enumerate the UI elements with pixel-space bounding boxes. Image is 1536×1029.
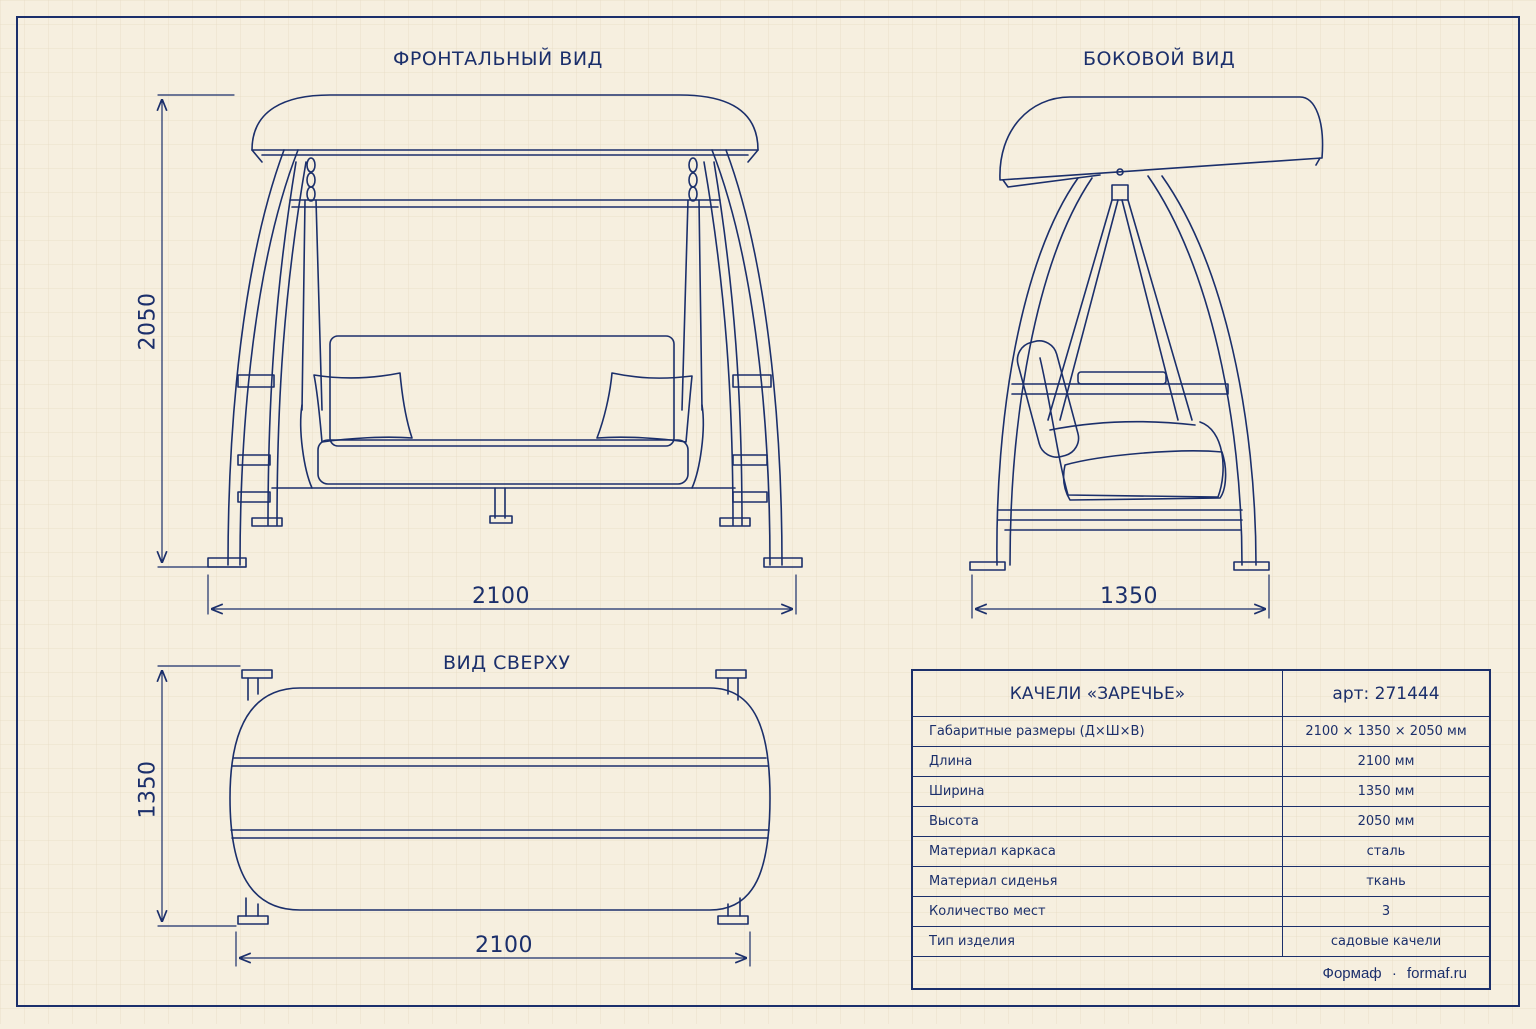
spec-row: Габаритные размеры (Д×Ш×В)2100 × 1350 × … (913, 716, 1489, 747)
spec-value: 2050 мм (1282, 806, 1489, 837)
side-canopy (999, 96, 1324, 181)
spec-footer: Формаф · formaf.ru (913, 957, 1489, 990)
spec-table: КАЧЕЛИ «ЗАРЕЧЬЕ» арт: 271444 Габаритные … (911, 669, 1491, 990)
spec-value: 2100 × 1350 × 2050 мм (1282, 716, 1489, 747)
spec-value: 2100 мм (1282, 746, 1489, 777)
side-width-dimension: 1350 (1100, 584, 1158, 609)
spec-label: Материал каркаса (913, 836, 1283, 867)
front-left-pillow (313, 372, 413, 443)
side-left-leg (996, 177, 1079, 566)
footer-separator: · (1391, 965, 1397, 982)
front-height-dimension: 2050 (135, 292, 161, 351)
front-left-outer-leg (239, 149, 299, 566)
spec-label: Длина (913, 746, 1283, 777)
top-view-title: ВИД СВЕРХУ (443, 652, 571, 674)
article-number: арт: 271444 (1282, 671, 1489, 717)
side-right-leg (1147, 175, 1243, 566)
side-view-title: БОКОВОЙ ВИД (1083, 48, 1236, 70)
spec-label: Количество мест (913, 896, 1283, 927)
front-width-dimension: 2100 (472, 584, 530, 609)
brand-name: Формаф (1322, 965, 1382, 982)
spec-label: Ширина (913, 776, 1283, 807)
top-canopy-outline (229, 687, 771, 911)
top-view-drawing (229, 669, 771, 925)
spec-value: 1350 мм (1282, 776, 1489, 807)
front-view-title: ФРОНТАЛЬНЫЙ ВИД (393, 48, 603, 70)
sheet-border (16, 16, 1520, 1007)
top-width-dimension: 2100 (475, 933, 533, 958)
top-depth-dimension: 1350 (135, 760, 161, 819)
side-back-cushion (1016, 340, 1080, 458)
front-right-outer-leg (711, 149, 771, 566)
front-right-pillow (596, 372, 693, 443)
spec-value: садовые качели (1282, 926, 1489, 957)
spec-label: Тип изделия (913, 926, 1283, 957)
front-view-drawing (207, 94, 803, 568)
spec-label: Материал сиденья (913, 866, 1283, 897)
spec-label: Габаритные размеры (Д×Ш×В) (913, 716, 1283, 747)
product-name: КАЧЕЛИ «ЗАРЕЧЬЕ» (913, 671, 1283, 717)
front-seat-cushion (317, 439, 689, 485)
spec-value: 3 (1282, 896, 1489, 927)
brand-site: formaf.ru (1406, 965, 1467, 982)
front-canopy (251, 94, 759, 151)
spec-value: сталь (1282, 836, 1489, 867)
spec-value: ткань (1282, 866, 1489, 897)
side-seat-cushion (1062, 450, 1227, 501)
front-backrest (329, 335, 675, 447)
spec-label: Высота (913, 806, 1283, 837)
side-view-drawing (969, 96, 1324, 571)
